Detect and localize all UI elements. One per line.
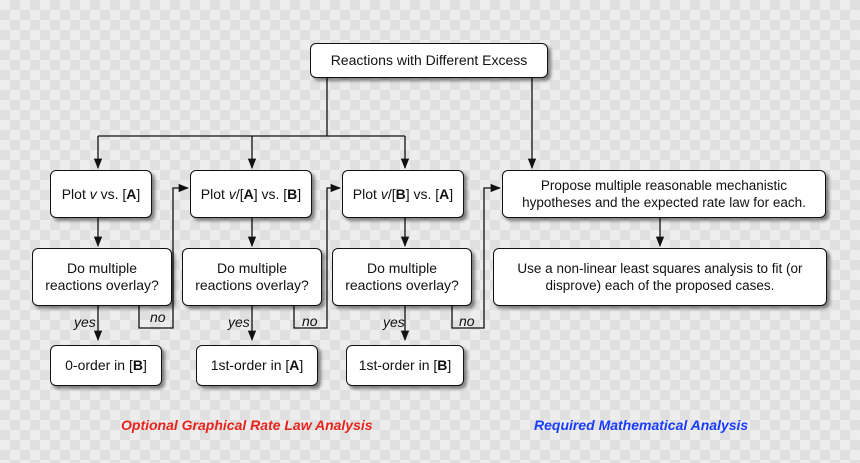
node-result-c2-label: 1st-order in [A] — [210, 357, 304, 373]
footer-required-mathematical: Required Mathematical Analysis — [534, 417, 749, 433]
node-result-c1-label: 0-order in [B] — [65, 357, 147, 373]
node-nonlinear-fit: Use a non-linear least squares analysis … — [493, 248, 827, 306]
label-no-c2: no — [302, 313, 318, 329]
node-plot-v-vs-a: Plot v vs. [A] — [50, 170, 152, 218]
node-result-c3: 1st-order in [B] — [346, 345, 464, 386]
label-yes-c2: yes — [228, 314, 250, 330]
node-plot-vb-vs-a: Plot v/[B] vs. [A] — [342, 170, 464, 218]
arrow-c1-no — [138, 183, 190, 329]
node-reactions-excess-label: Reactions with Different Excess — [330, 52, 528, 68]
arrow-c3-no — [451, 183, 502, 329]
node-reactions-excess: Reactions with Different Excess — [310, 43, 548, 78]
node-plot-va-vs-b-label: Plot v/[A] vs. [B] — [200, 185, 302, 202]
node-result-c1: 0-order in [B] — [50, 345, 162, 386]
node-plot-v-vs-a-label: Plot v vs. [A] — [61, 185, 141, 202]
node-plot-vb-vs-a-label: Plot v/[B] vs. [A] — [352, 185, 454, 202]
arrow-c2-no — [293, 183, 342, 329]
node-nonlinear-fit-label: Use a non-linear least squares analysis … — [517, 261, 803, 293]
label-no-c1: no — [150, 309, 166, 325]
label-yes-c1: yes — [74, 314, 96, 330]
label-yes-c3: yes — [383, 314, 405, 330]
footer-optional-graphical: Optional Graphical Rate Law Analysis — [121, 417, 373, 433]
label-no-c3: no — [459, 313, 475, 329]
node-result-c3-label: 1st-order in [B] — [358, 357, 452, 373]
node-plot-va-vs-b: Plot v/[A] vs. [B] — [190, 170, 312, 218]
node-result-c2: 1st-order in [A] — [196, 345, 318, 386]
